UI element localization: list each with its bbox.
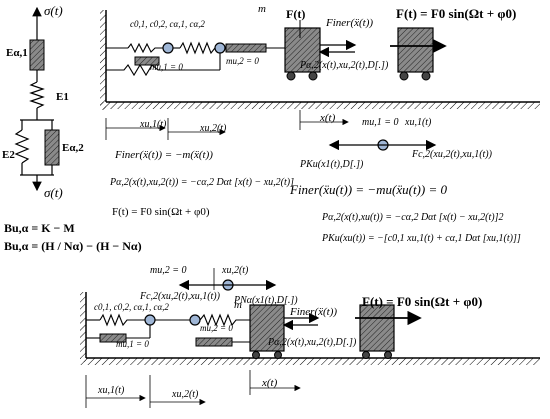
mid-f-def: F(t) = F0 sin(Ωt + φ0) xyxy=(112,206,210,218)
sigma-bottom-label: σ(t) xyxy=(44,185,63,200)
mid-p-alpha2-right: Pα,2(x(t),xu(t)) = −cα,2 Dαt [x(t) − xu,… xyxy=(322,212,504,223)
damper-e-alpha1 xyxy=(29,39,45,71)
mid-f-iner-def: Finer(ẍ(t)) = −m(ẍ(t)) xyxy=(115,149,213,161)
node-u1-top xyxy=(162,42,174,54)
top-x-u1: xu,1(t) xyxy=(140,119,167,130)
mid-fc2: Fc,2(xu,2(t),xu,1(t)) xyxy=(412,149,492,160)
top-coeffs: c0,1, c0,2, cα,1, cα,2 xyxy=(130,19,205,29)
mid-pk-def: PKu(xu(t)) = −[c0,1 xu,1(t) + cα,1 Dαt [… xyxy=(322,233,521,244)
mass-top xyxy=(284,27,321,73)
left-rheological-model xyxy=(14,6,60,192)
bottom-applied-force: F(t) = F0 sin(Ωt + φ0) xyxy=(362,294,483,309)
mid-pn-node: PNα(x1(t),D[.]) xyxy=(234,295,298,306)
mid-xu1: xu,1(t) xyxy=(405,117,432,128)
spring-e2 xyxy=(14,129,30,164)
bottom-coeffs: c0,1, c0,2, cα,1, cα,2 xyxy=(94,302,169,312)
top-mass-label: m xyxy=(258,3,266,15)
mid-xu2: xu,2(t) xyxy=(222,265,249,276)
mid-fc2-b: Fc,2(xu,2(t),xu,1(t)) xyxy=(140,291,220,302)
sigma-top-label: σ(t) xyxy=(44,3,63,18)
e1-label: E1 xyxy=(56,91,69,103)
middle-node-graphics xyxy=(178,139,437,291)
mid-pk-node: PKu(x1(t),D[.]) xyxy=(300,159,364,170)
bottom-system-graphics xyxy=(80,292,540,408)
mid-mu2-zero: mu,2 = 0 xyxy=(150,265,187,276)
top-pk-force: Pα,2(x(t),xu,2(t),D[.]) xyxy=(300,60,389,71)
top-applied-force: F(t) = F0 sin(Ωt + φ0) xyxy=(396,6,517,21)
e-alpha2-label: Eα,2 xyxy=(62,142,84,154)
mid-b-def2: Bu,α = (H / Nα) − (H − Nα) xyxy=(4,239,142,253)
top-x: x(t) xyxy=(320,112,336,124)
top-m-u1: mu,1 = 0 xyxy=(150,62,183,72)
e2-label: E2 xyxy=(2,149,15,161)
top-x-u2: xu,2(t) xyxy=(200,123,227,134)
mid-mu1-zero: mu,1 = 0 xyxy=(362,117,399,128)
bottom-x-u2: xu,2(t) xyxy=(172,389,199,400)
top-f-iner: Finer(ẍ(t)) xyxy=(326,17,374,29)
bottom-m-u2: mu,2 = 0 xyxy=(200,323,233,333)
top-m-u2: mu,2 = 0 xyxy=(226,56,259,66)
mass-bottom-2 xyxy=(359,304,395,352)
mid-f-iner-u: Finer(ẍu(t)) = −mu(ẍu(t)) = 0 xyxy=(290,182,447,197)
mid-p-alpha2: Pα,2(x(t),xu,2(t)) = −cα,2 Dαt [x(t) − x… xyxy=(110,177,294,188)
spring-e1 xyxy=(29,81,45,109)
damper-e-alpha2 xyxy=(44,129,60,166)
node-u2-top xyxy=(214,42,226,54)
bottom-m-u1: mu,1 = 0 xyxy=(116,339,149,349)
mid-b-def1: Bu,α = K − M xyxy=(4,221,75,235)
bottom-x-u1: xu,1(t) xyxy=(98,385,125,396)
bottom-mass-label: m xyxy=(234,299,242,311)
e-alpha1-label: Eα,1 xyxy=(6,47,28,59)
bottom-x: x(t) xyxy=(262,377,278,389)
top-system-graphics xyxy=(100,10,540,140)
mass-top-2 xyxy=(397,27,434,73)
top-force-label: F(t) xyxy=(286,7,306,21)
bottom-f-iner: Finer(ẍ(t)) xyxy=(290,306,338,318)
bottom-pk-force: Pα,2(x(t),xu,2(t),D[.]) xyxy=(268,337,357,348)
